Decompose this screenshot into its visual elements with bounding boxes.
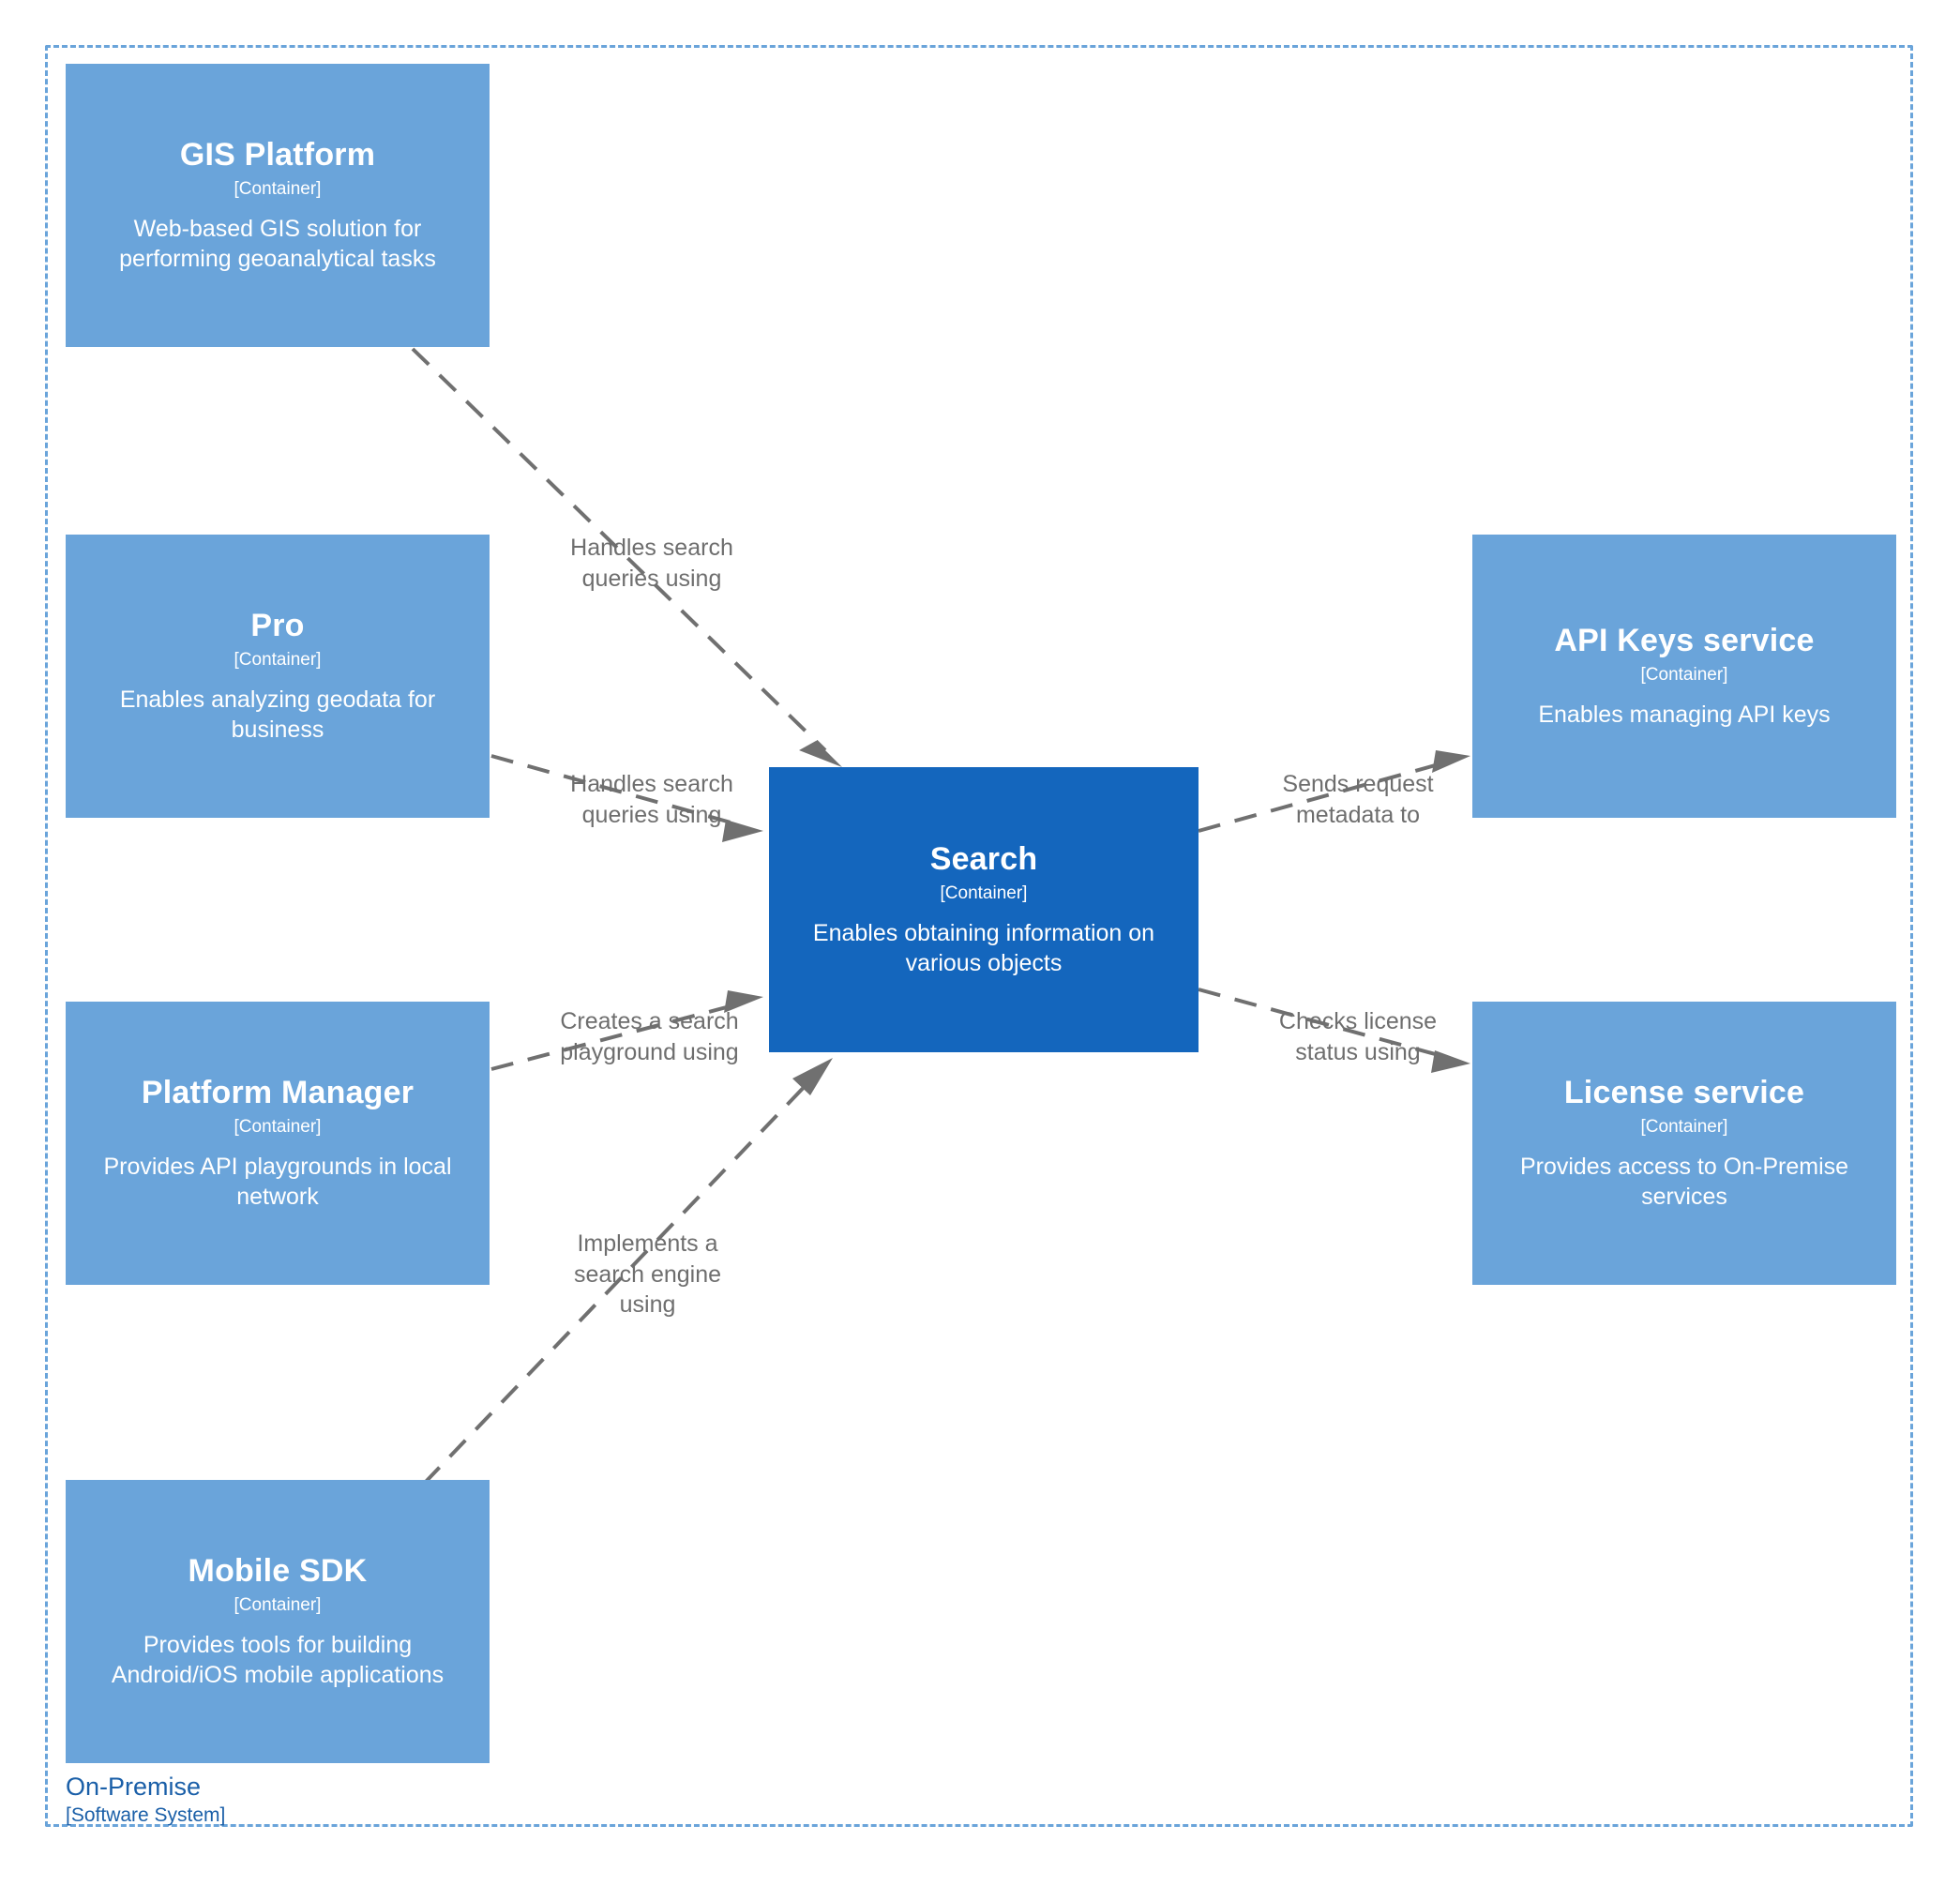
relationship-label-search-to-api-keys: Sends request metadata to xyxy=(1282,771,1434,828)
container-title: API Keys service xyxy=(1554,623,1815,659)
boundary-type-label: [Software System] xyxy=(66,1803,226,1826)
container-description: Enables obtaining information on various… xyxy=(812,919,1155,976)
container-api-keys-service[interactable]: API Keys service [Container] Enables man… xyxy=(1472,535,1896,818)
container-title: GIS Platform xyxy=(179,137,376,174)
system-boundary-label: On-Premise [Software System] xyxy=(66,1773,225,1828)
container-title: Pro xyxy=(250,608,305,644)
container-title: Mobile SDK xyxy=(188,1553,368,1590)
container-title: License service xyxy=(1563,1075,1805,1111)
container-description: Enables analyzing geodata for business xyxy=(119,686,436,743)
container-description: Provides API playgrounds in local networ… xyxy=(103,1153,452,1210)
container-pro[interactable]: Pro [Container] Enables analyzing geodat… xyxy=(66,535,490,818)
container-type-label: [Container] xyxy=(234,1595,322,1616)
container-type-label: [Container] xyxy=(940,883,1028,904)
container-mobile-sdk[interactable]: Mobile SDK [Container] Provides tools fo… xyxy=(66,1480,490,1763)
container-title: Search xyxy=(929,841,1038,878)
container-title: Platform Manager xyxy=(141,1075,415,1111)
container-license-service[interactable]: License service [Container] Provides acc… xyxy=(1472,1002,1896,1285)
container-type-label: [Container] xyxy=(234,1117,322,1138)
system-boundary-on-premise xyxy=(45,45,1913,1827)
container-description: Provides access to On-Premise services xyxy=(1519,1153,1849,1210)
container-type-label: [Container] xyxy=(234,650,322,671)
relationship-label-search-to-license: Checks license status using xyxy=(1278,1008,1438,1065)
container-description: Web-based GIS solution for performing ge… xyxy=(119,215,436,272)
relationship-label-pro-to-search: Handles search queries using xyxy=(570,771,733,828)
container-search[interactable]: Search [Container] Enables obtaining inf… xyxy=(769,767,1199,1052)
container-type-label: [Container] xyxy=(1640,665,1728,686)
container-type-label: [Container] xyxy=(1640,1117,1728,1138)
boundary-name: On-Premise xyxy=(66,1773,202,1801)
container-description: Enables managing API keys xyxy=(1538,701,1831,728)
relationship-label-mobile-sdk-to-search: Implements a search engine using xyxy=(573,1230,722,1318)
container-description: Provides tools for building Android/iOS … xyxy=(111,1631,445,1688)
relationship-label-platform-manager-to-search: Creates a search playground using xyxy=(560,1008,739,1065)
container-type-label: [Container] xyxy=(234,179,322,200)
relationship-label-gis-to-search: Handles search queries using xyxy=(570,535,733,592)
container-gis-platform[interactable]: GIS Platform [Container] Web-based GIS s… xyxy=(66,64,490,347)
container-platform-manager[interactable]: Platform Manager [Container] Provides AP… xyxy=(66,1002,490,1285)
